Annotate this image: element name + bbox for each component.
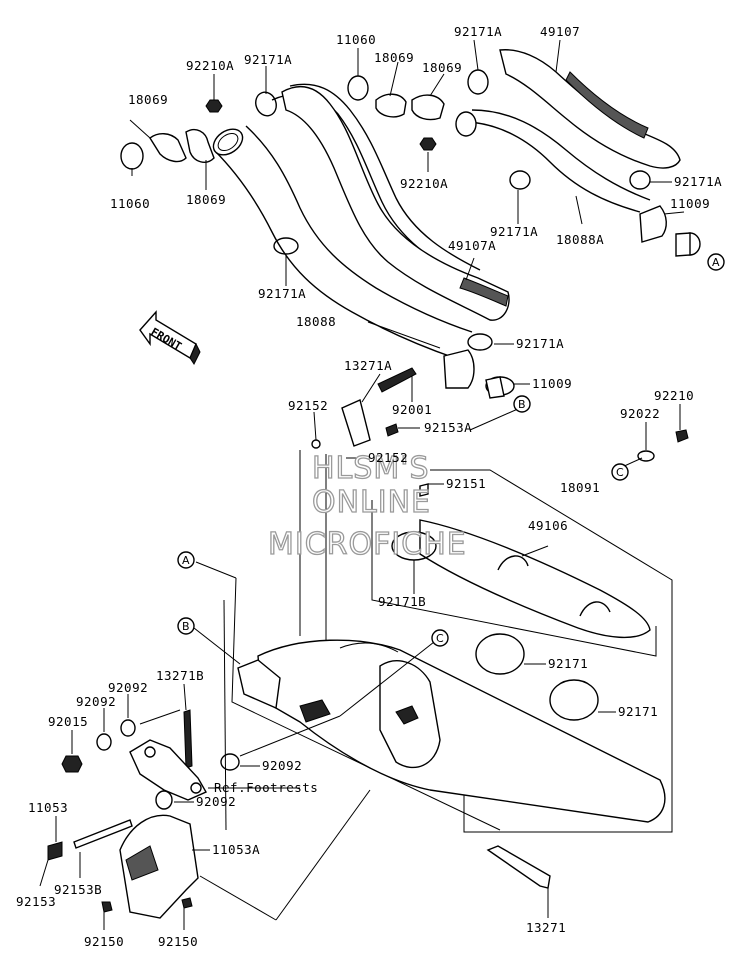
label-92092-b: 92092 (76, 694, 116, 709)
label-11053A: 11053A (212, 842, 260, 857)
ref-A-upper: A (712, 256, 720, 269)
label-13271: 13271 (526, 920, 566, 935)
footrest-bracket (129, 739, 207, 801)
label-11060-a: 11060 (110, 196, 150, 211)
label-92153A: 92153A (424, 420, 472, 435)
brace-13271 (486, 845, 551, 889)
label-92150-b: 92150 (158, 934, 198, 949)
label-92150-a: 92150 (84, 934, 124, 949)
front-header-pipe (213, 83, 481, 359)
muffler-outline-box (231, 469, 673, 833)
mount-13271B (183, 659, 281, 769)
label-18069-d: 18069 (422, 60, 462, 75)
ref-circle-C-lower (431, 629, 449, 647)
label-11060-b: 11060 (336, 32, 376, 47)
ref-circle-A-lower (177, 551, 195, 569)
header-inlet-ring (212, 128, 244, 156)
dampers-92092 (61, 719, 240, 810)
label-92210: 92210 (654, 388, 694, 403)
pipe-joint-11009-b (443, 349, 515, 399)
rear-header-pipe (455, 109, 651, 213)
ref-C-lower: C (436, 632, 444, 645)
watermark-line1: HLSM'S (312, 451, 430, 486)
label-92171-b: 92171 (618, 704, 658, 719)
watermark-line3: MICROFICHE (268, 527, 467, 562)
bracket-13271A (311, 367, 417, 449)
label-92092-d: 92092 (196, 794, 236, 809)
label-92171A-c: 92171A (674, 174, 722, 189)
label-92151: 92151 (446, 476, 486, 491)
label-18069-b: 18069 (186, 192, 226, 207)
ref-B-lower: B (182, 620, 190, 633)
nuts-92210A (205, 99, 437, 151)
heat-shield-49107A (281, 85, 510, 321)
ref-circles: A B C A B C (177, 253, 725, 647)
label-18088A: 18088A (556, 232, 604, 247)
ref-A-lower: A (182, 554, 190, 567)
label-92153B: 92153B (54, 882, 102, 897)
front-direction-arrow: FRONT (139, 310, 201, 365)
label-92171-a: 92171 (548, 656, 588, 671)
label-92092-c: 92092 (262, 758, 302, 773)
muffler-body (257, 639, 666, 823)
pipe-joint-11009-a (639, 205, 701, 257)
ref-circle-C-right (611, 463, 629, 481)
label-ref-footrests: Ref.Footrests (214, 780, 318, 795)
label-13271A: 13271A (344, 358, 392, 373)
label-92210A-a: 92210A (186, 58, 234, 73)
watermark-line2: ONLINE (312, 485, 431, 520)
muffler-clamps-92171 (475, 633, 599, 721)
label-92171A-f: 92171A (516, 336, 564, 351)
label-92152-a: 92152 (288, 398, 328, 413)
label-49107: 49107 (540, 24, 580, 39)
ref-circle-A-upper (707, 253, 725, 271)
label-11053: 11053 (28, 800, 68, 815)
label-92152-b: 92152 (368, 450, 408, 465)
label-18069-a: 18069 (128, 92, 168, 107)
label-92092-a: 92092 (108, 680, 148, 695)
label-18088: 18088 (296, 314, 336, 329)
label-92210A-b: 92210A (400, 176, 448, 191)
ref-circle-B-upper (513, 395, 531, 413)
watermark: HLSM'S ONLINE MICROFICHE (267, 450, 467, 562)
label-92171A-a: 92171A (244, 52, 292, 67)
label-92171A-d: 92171A (490, 224, 538, 239)
label-92015: 92015 (48, 714, 88, 729)
label-92171A-e: 92171A (258, 286, 306, 301)
ref-B-upper: B (518, 398, 526, 411)
leader-lines (39, 39, 685, 930)
label-49107A: 49107A (448, 238, 496, 253)
bolts (47, 819, 193, 913)
label-92001: 92001 (392, 402, 432, 417)
label-49106: 49106 (528, 518, 568, 533)
heel-guard-11053A (119, 814, 199, 919)
heat-shield-49107 (499, 49, 681, 169)
label-18069-c: 18069 (374, 50, 414, 65)
label-92171B: 92171B (378, 594, 426, 609)
label-11009-a: 11009 (670, 196, 710, 211)
label-13271B: 13271B (156, 668, 204, 683)
label-92153: 92153 (16, 894, 56, 909)
ref-C-right: C (616, 466, 624, 479)
muffler-bracket (379, 660, 441, 769)
label-92171A-b: 92171A (454, 24, 502, 39)
label-11009-b: 11009 (532, 376, 572, 391)
muffler-heat-shield-49106 (419, 519, 651, 639)
ref-circle-B-lower (177, 617, 195, 635)
flanges-18069 (149, 93, 445, 163)
label-18091: 18091 (560, 480, 600, 495)
label-92022: 92022 (620, 406, 660, 421)
part-labels: 18069 11060 92210A 92171A 18069 11060 18… (16, 24, 722, 949)
